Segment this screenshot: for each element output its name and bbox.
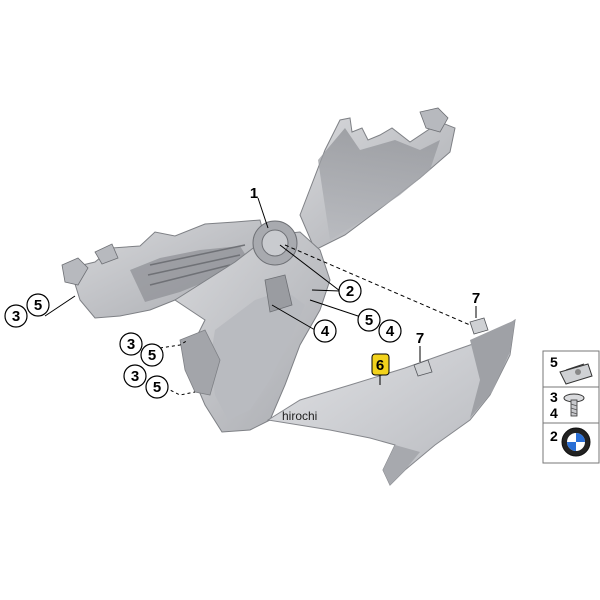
svg-text:4: 4 — [321, 323, 330, 340]
legend-label-4: 4 — [550, 405, 558, 421]
callout-7-right: 7 — [472, 290, 480, 307]
callout-7-mid: 7 — [416, 330, 424, 347]
svg-text:3: 3 — [127, 336, 135, 353]
svg-text:5: 5 — [148, 347, 156, 364]
svg-text:2: 2 — [346, 283, 354, 300]
callout-6-highlight: 6 — [371, 353, 390, 376]
callout-5-upper: 5 — [140, 343, 164, 367]
svg-text:7: 7 — [472, 290, 480, 307]
svg-text:6: 6 — [376, 357, 384, 374]
svg-text:5: 5 — [365, 312, 373, 329]
parts-legend: 5 3 4 2 — [542, 350, 600, 464]
callout-3-upper: 3 — [119, 332, 143, 356]
svg-text:7: 7 — [416, 330, 424, 347]
bmw-badge-icon — [561, 427, 591, 457]
side-panel-part — [266, 318, 516, 486]
leader-lines — [44, 197, 477, 396]
legend-label-3: 3 — [550, 389, 558, 405]
svg-text:5: 5 — [153, 379, 161, 396]
legend-label-2: 2 — [550, 428, 558, 444]
legend-label-5: 5 — [550, 354, 558, 370]
clip-nut-icon — [559, 363, 593, 385]
svg-text:4: 4 — [386, 323, 395, 340]
screw-icon — [563, 393, 585, 417]
svg-text:1: 1 — [250, 185, 258, 202]
callout-4-right: 4 — [378, 319, 402, 343]
watermark-text: hirochi — [282, 409, 317, 423]
callout-3-left: 3 — [4, 304, 28, 328]
svg-text:3: 3 — [131, 368, 139, 385]
callout-5-mid: 5 — [357, 308, 381, 332]
callout-4-left: 4 — [313, 319, 337, 343]
svg-text:5: 5 — [34, 297, 42, 314]
clip-nut-part — [413, 317, 489, 377]
front-fairing-part — [61, 107, 456, 433]
callout-5-lower: 5 — [145, 375, 169, 399]
callout-5-left: 5 — [26, 293, 50, 317]
callout-1: 1 — [250, 185, 258, 202]
callout-2: 2 — [338, 279, 362, 303]
callout-3-lower: 3 — [123, 364, 147, 388]
svg-text:3: 3 — [12, 308, 20, 325]
